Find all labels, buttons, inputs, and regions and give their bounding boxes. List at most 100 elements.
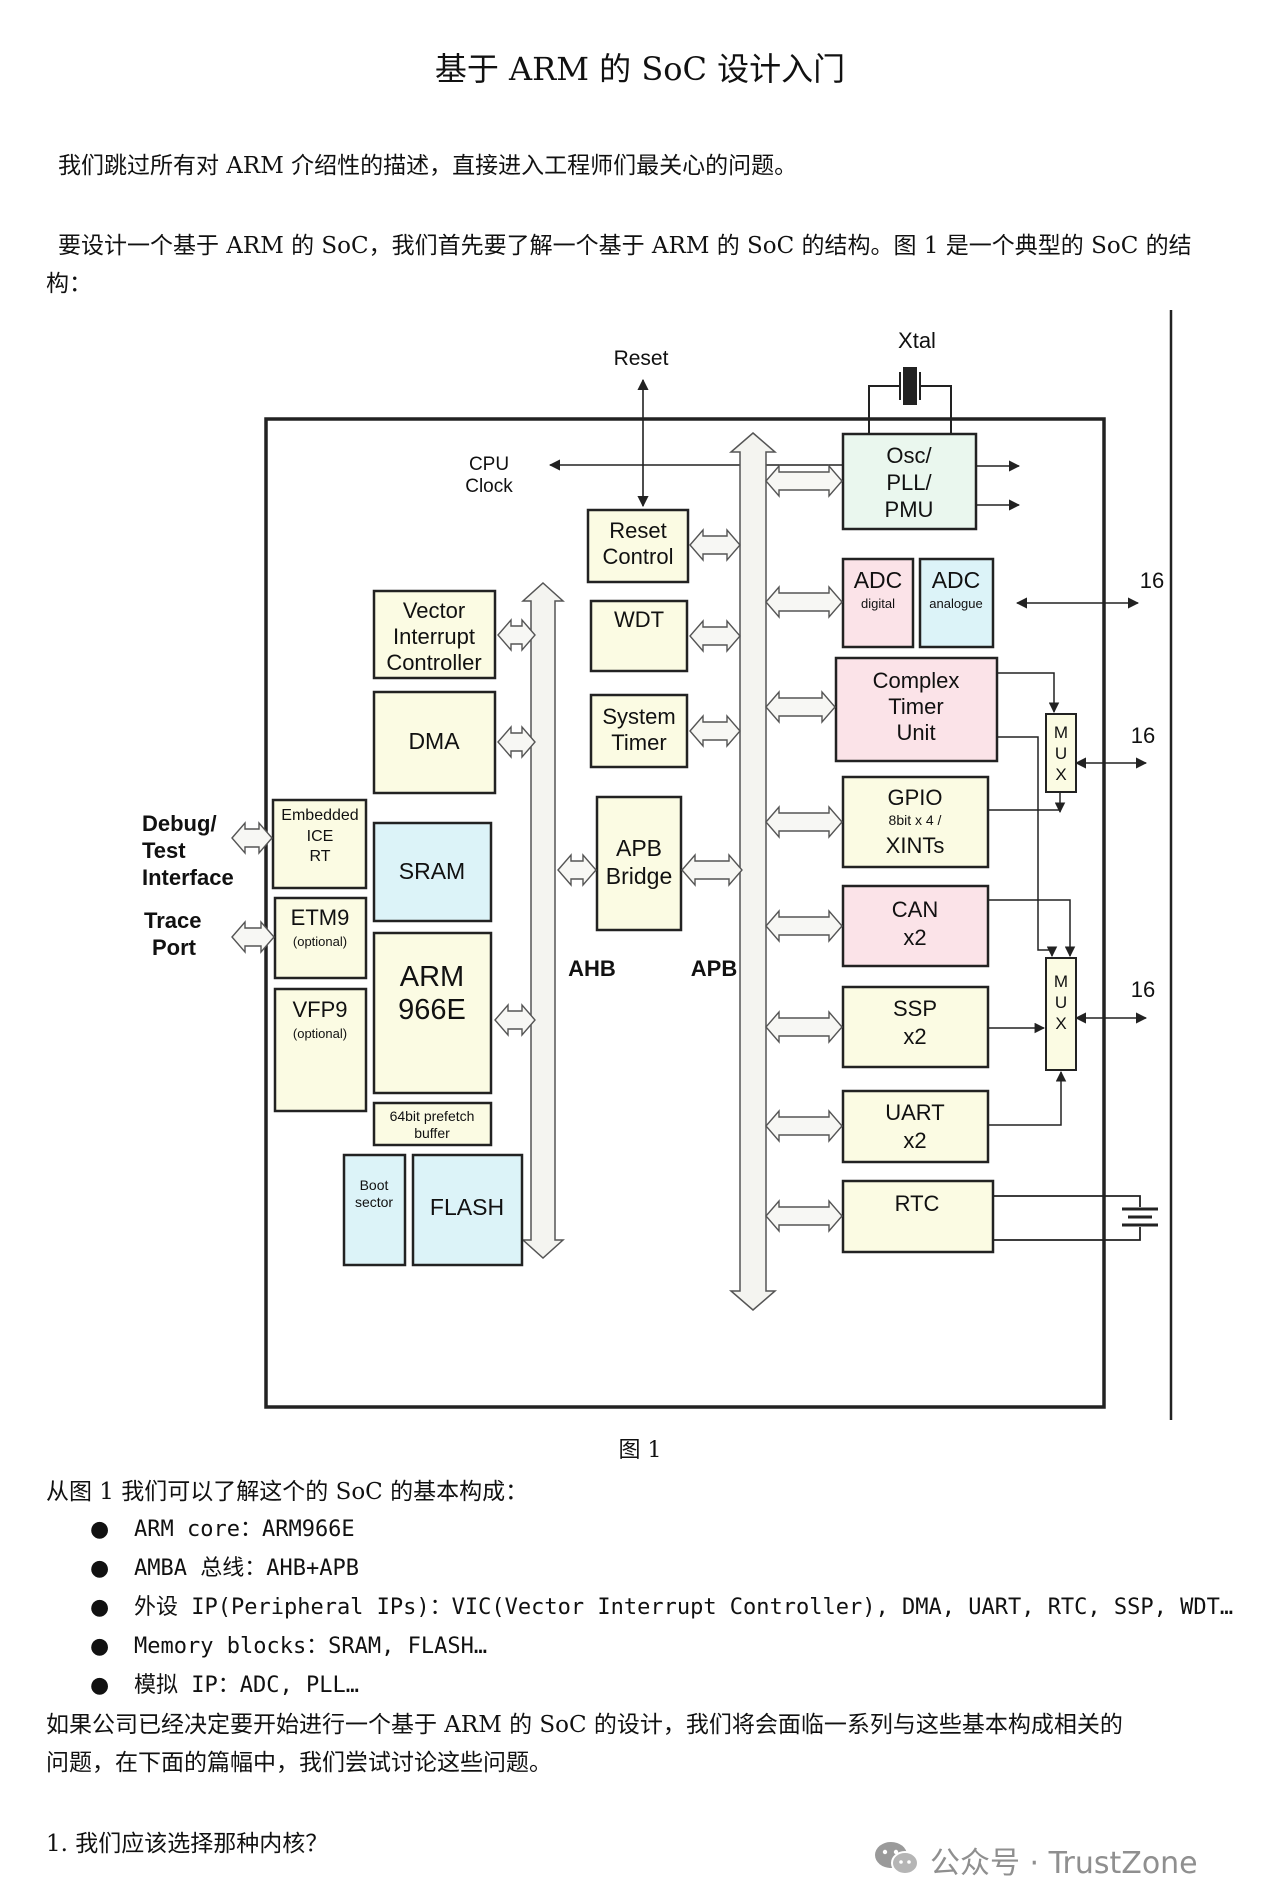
complex-timer-label-1: Complex [873, 668, 960, 693]
osc-apb-arrow [765, 464, 843, 498]
system-timer-label-1: System [602, 704, 675, 729]
osc-pll-pmu-block [841, 432, 978, 531]
list-item: ●外设 IP(Peripheral IPs)：VIC(Vector Interr… [86, 1588, 1233, 1627]
design-paragraph-line-1: 如果公司已经决定要开始进行一个基于 ARM 的 SoC 的设计，我们将会面临一系… [46, 1712, 1123, 1738]
vic-label-1: Vector [403, 598, 465, 623]
ssp-label-1: SSP [893, 996, 937, 1021]
sram-label: SRAM [399, 858, 465, 884]
boot-sector-block [342, 1153, 407, 1267]
osc-label-1: Osc/ [886, 443, 932, 468]
can-label-1: CAN [892, 897, 938, 922]
debug-label-1: Debug/ [142, 811, 217, 836]
list-item-text: ARM core：ARM966E [134, 1517, 355, 1542]
ssp-apb-arrow [765, 1010, 843, 1044]
complex-timer-label-2: Timer [888, 694, 943, 719]
list-item: ●AMBA 总线：AHB+APB [86, 1549, 1233, 1588]
timer-apb-arrow [765, 690, 836, 724]
mux-1-label-x: X [1055, 765, 1066, 784]
mux-connection-lines [988, 672, 1076, 1126]
soc-block-diagram: Reset Xtal CPU Clock AHB APB Vector Inte… [142, 310, 1173, 1420]
system-timer-apb-arrow [689, 714, 741, 748]
etm9-optional-label: (optional) [293, 934, 347, 949]
complex-timer-block [834, 656, 999, 763]
list-item-text: 外设 IP(Peripheral IPs)：VIC(Vector Interru… [134, 1595, 1234, 1620]
ahb-label: AHB [568, 956, 616, 981]
components-paragraph: 从图 1 我们可以了解这个的 SoC 的基本构成： [46, 1479, 529, 1505]
mux-1-pins-count: 16 [1131, 723, 1155, 748]
adc-apb-arrow [765, 585, 843, 619]
system-timer-label-2: Timer [611, 730, 666, 755]
section-heading-1: 1. 我们应该选择那种内核？ [46, 1831, 329, 1857]
sram-block [372, 821, 493, 923]
bullet-icon: ● [90, 1673, 110, 1698]
vfp9-label: VFP9 [292, 997, 347, 1022]
can-block [841, 884, 990, 968]
prefetch-buffer-block [372, 1101, 493, 1147]
system-timer-block [589, 693, 689, 769]
reset-control-label-2: Control [603, 544, 674, 569]
apb-bridge-label-2: Bridge [606, 863, 672, 889]
gpio-block [841, 775, 990, 869]
figure-caption: 图 1 [618, 1438, 662, 1463]
wdt-block [589, 599, 689, 673]
arm-core-label-2: 966E [398, 994, 466, 1026]
embedded-ice-label-1: Embedded [281, 807, 358, 824]
reset-pin-label: Reset [614, 347, 669, 370]
trace-label-1: Trace [144, 908, 202, 933]
vfp9-block [273, 987, 368, 1113]
mux-1-label-m: M [1054, 723, 1068, 742]
cpu-clock-label-1: CPU [469, 454, 509, 475]
design-paragraph-line-2: 问题，在下面的篇幅中，我们尝试讨论这些问题。 [46, 1750, 552, 1776]
crystal-icon [868, 367, 952, 434]
component-list: ●ARM core：ARM966E ●AMBA 总线：AHB+APB ●外设 I… [86, 1510, 1233, 1705]
prefetch-label-2: buffer [414, 1125, 450, 1141]
can-label-2: x2 [903, 925, 926, 950]
mux-2-label-u: U [1055, 993, 1067, 1012]
list-item: ●Memory blocks：SRAM, FLASH… [86, 1627, 1233, 1666]
rtc-block [841, 1179, 995, 1254]
gpio-label-3: XINTs [886, 833, 945, 858]
etm9-label: ETM9 [291, 905, 350, 930]
reset-control-block [586, 508, 690, 584]
dma-ahb-arrow [497, 725, 536, 759]
boot-label-2: sector [355, 1194, 393, 1210]
etm9-block [273, 896, 368, 980]
arm-ahb-arrow [494, 1003, 536, 1037]
trace-port-arrow [231, 920, 275, 954]
ssp-label-2: x2 [903, 1024, 926, 1049]
list-item-text: Memory blocks：SRAM, FLASH… [134, 1634, 488, 1659]
bullet-icon: ● [90, 1517, 110, 1542]
vic-label-3: Controller [386, 650, 481, 675]
flash-block [411, 1153, 524, 1267]
osc-label-2: PLL/ [886, 470, 932, 495]
rtc-label: RTC [895, 1191, 940, 1216]
uart-label-2: x2 [903, 1128, 926, 1153]
reset-control-label-1: Reset [609, 518, 666, 543]
debug-label-2: Test [142, 838, 186, 863]
uart-apb-arrow [765, 1109, 843, 1143]
mux-1-block [1045, 713, 1077, 793]
wdt-apb-arrow [689, 619, 741, 653]
mux-2-pins-count: 16 [1131, 977, 1155, 1002]
cpu-clock-label-2: Clock [465, 476, 513, 497]
adc-pins-count: 16 [1140, 568, 1164, 593]
bullet-icon: ● [90, 1556, 110, 1581]
gpio-label-1: GPIO [887, 785, 942, 810]
intro-paragraph: 我们跳过所有对 ARM 介绍性的描述，直接进入工程师们最关心的问题。 [58, 153, 798, 179]
list-item: ● ARM core：ARM966E [86, 1510, 1233, 1549]
mux-2-label-x: X [1055, 1014, 1066, 1033]
ahb-apb-bridge-arrow [557, 853, 597, 887]
mux-2-block [1045, 957, 1077, 1071]
boot-label-1: Boot [360, 1177, 389, 1193]
vic-ahb-arrow [497, 618, 536, 652]
gpio-apb-arrow [765, 805, 843, 839]
dma-label: DMA [408, 728, 460, 754]
bus-connection-arrows [231, 464, 843, 1233]
wdt-label: WDT [614, 607, 664, 632]
can-apb-arrow [765, 909, 843, 943]
watermark-text: 公众号 · TrustZone [930, 1846, 1198, 1881]
debug-interface-arrow [231, 821, 273, 855]
vfp9-optional-label: (optional) [293, 1026, 347, 1041]
apb-bridge-apb-arrow [681, 853, 743, 887]
wechat-icon [875, 1842, 919, 1875]
